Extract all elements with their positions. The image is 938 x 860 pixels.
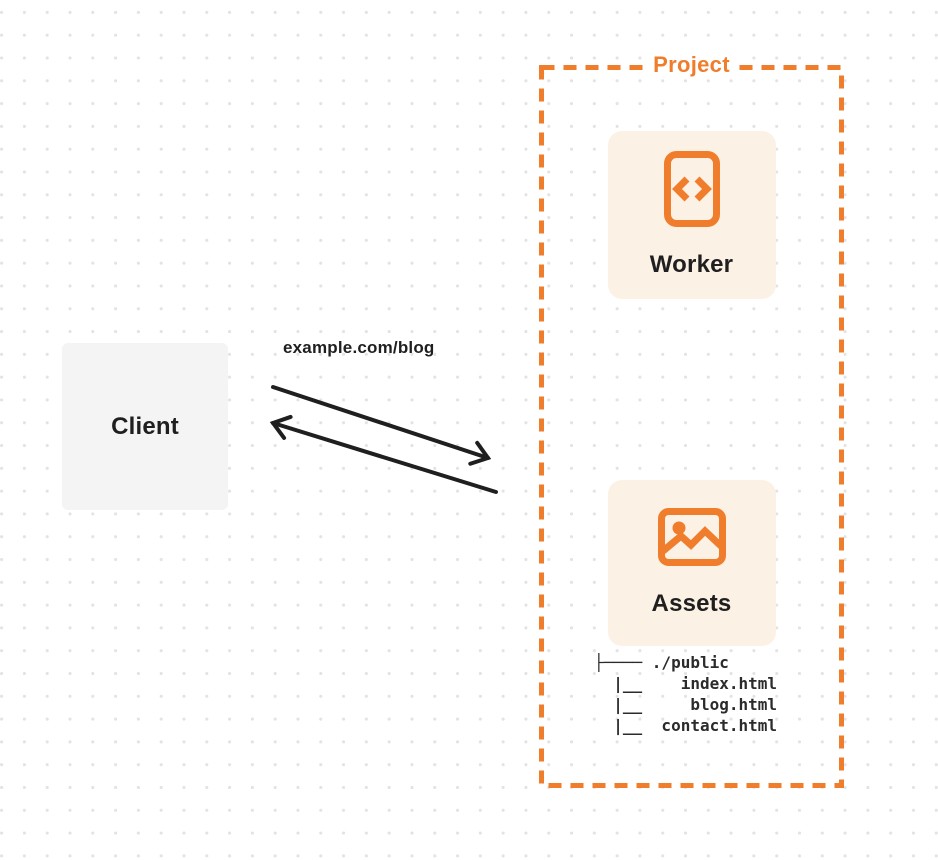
- client-label: Client: [111, 412, 179, 440]
- tree-line-index: |__ index.html: [594, 674, 778, 693]
- response-arrow: [269, 414, 498, 494]
- tree-line-contact: |__ contact.html: [594, 716, 778, 735]
- request-url-label: example.com/blog: [283, 338, 435, 357]
- project-boundary: Project Worker Assets ├──── ./public |__…: [539, 52, 844, 788]
- image-icon: [657, 508, 726, 566]
- assets-file-tree: ├──── ./public |__ index.html |__ blog.h…: [594, 652, 777, 736]
- worker-node: Worker: [607, 131, 776, 299]
- project-label: Project: [646, 52, 737, 78]
- request-arrow: [271, 385, 492, 466]
- assets-label: Assets: [651, 590, 732, 617]
- client-node: Client: [62, 343, 228, 510]
- tree-line-blog: |__ blog.html: [594, 695, 778, 714]
- project-dashed-border: [539, 65, 844, 788]
- worker-label: Worker: [649, 251, 734, 278]
- code-file-icon: [663, 151, 720, 227]
- assets-node: Assets: [607, 480, 776, 646]
- tree-line-public: ├──── ./public: [594, 653, 729, 672]
